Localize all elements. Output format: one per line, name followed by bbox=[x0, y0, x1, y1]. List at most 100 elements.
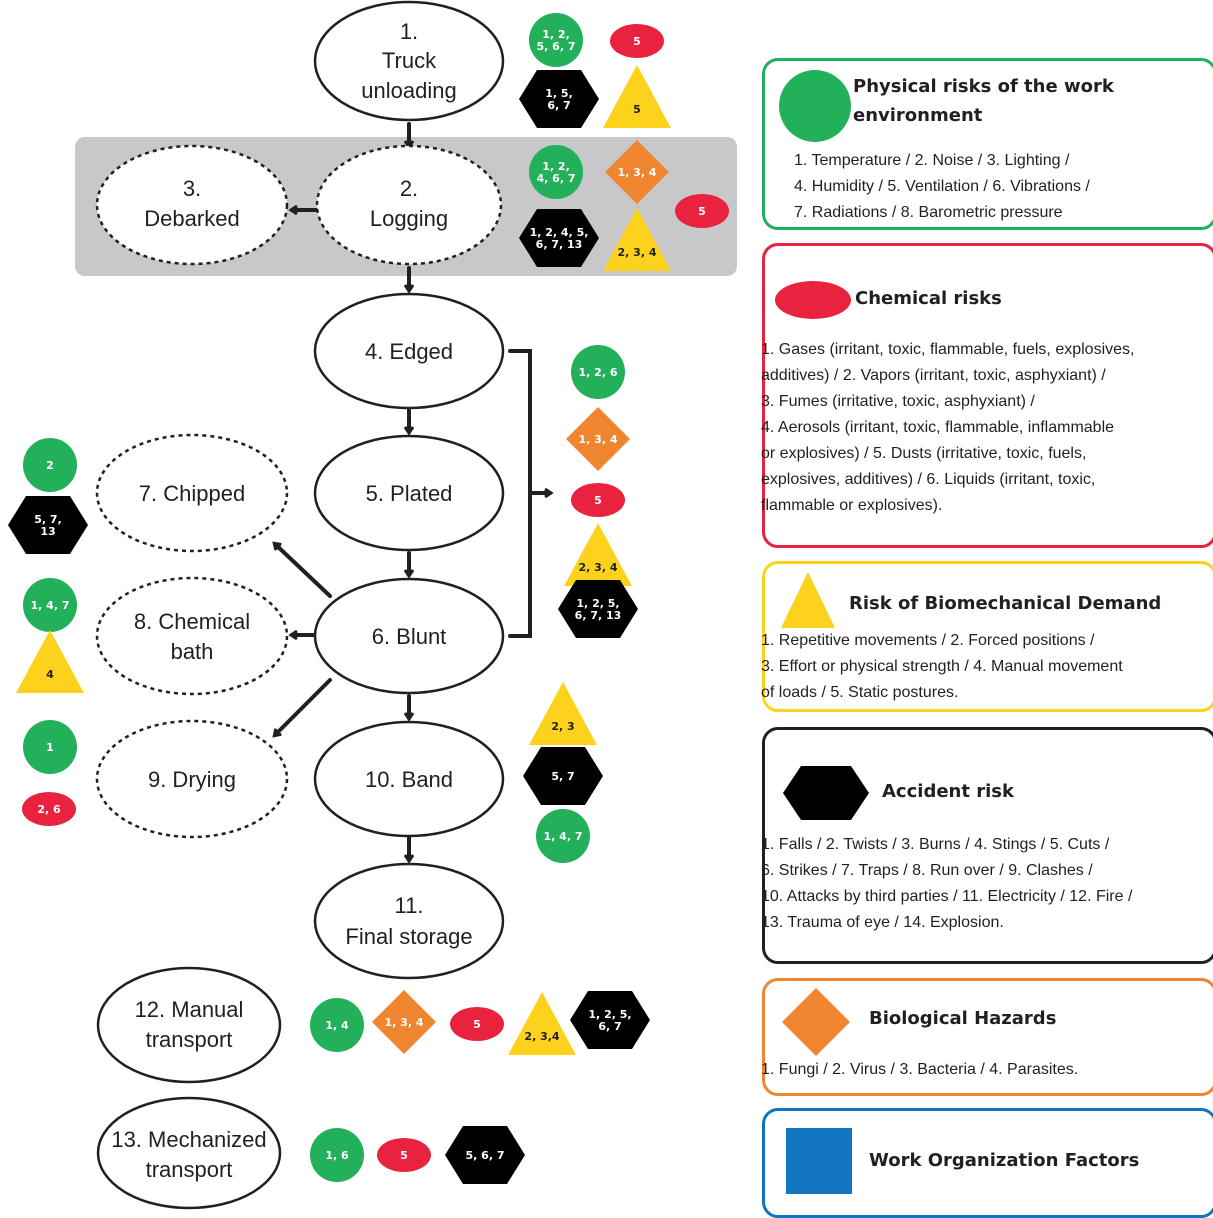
accident-risk-badge-shape bbox=[519, 70, 599, 128]
legend-accident-line: 1. Falls / 2. Twists / 3. Burns / 4. Sti… bbox=[761, 836, 1110, 853]
accident-risk-badge-label: 13 bbox=[40, 525, 55, 538]
node-6: 6. Blunt bbox=[313, 577, 505, 695]
biomechanical-risk-badge-label: 2, 3, 4 bbox=[618, 246, 657, 259]
svg-text:8. Chemical: 8. Chemical bbox=[134, 609, 250, 634]
legend-accident: Accident risk 1. Falls / 2. Twists / 3. … bbox=[761, 727, 1213, 964]
physical-risk-badge-label: 1 bbox=[46, 741, 54, 754]
physical-risk-badge-shape bbox=[529, 13, 583, 67]
accident-risk-badge: 1, 2, 5,6, 7, 13 bbox=[558, 580, 638, 638]
node-4: 4. Edged bbox=[313, 292, 505, 410]
svg-text:6. Blunt: 6. Blunt bbox=[372, 624, 447, 649]
svg-text:7. Chipped: 7. Chipped bbox=[139, 481, 245, 506]
biological-hazard-badge-shape bbox=[566, 407, 630, 471]
chemical-risk-badge-label: 5 bbox=[473, 1018, 481, 1031]
accident-risk-badge-label: 1, 2, 5, bbox=[588, 1008, 631, 1021]
legend-accident-line: 13. Trauma of eye / 14. Explosion. bbox=[761, 914, 1004, 931]
biomechanical-risk-badge-shape bbox=[508, 992, 576, 1055]
biomechanical-risk-badge-label: 4 bbox=[46, 668, 54, 681]
biomechanical-risk-badge-shape bbox=[603, 208, 671, 271]
physical-risk-badge-label: 1, 4, 7 bbox=[31, 599, 70, 612]
svg-text:Logging: Logging bbox=[370, 206, 448, 231]
connectors bbox=[275, 122, 550, 860]
accident-risk-badge-shape bbox=[519, 209, 599, 267]
legend-chemical-line: 3. Fumes (irritative, toxic, asphyxiant)… bbox=[761, 393, 1035, 410]
legend-biomechanical: Risk of Biomechanical Demand 1. Repetiti… bbox=[761, 561, 1213, 712]
biological-hazard-badge: 1, 3, 4 bbox=[566, 407, 630, 471]
biological-hazard-badge-shape bbox=[605, 140, 669, 204]
physical-risk-badge-label: 1, 2, bbox=[542, 160, 570, 173]
biomechanical-risk-badge: 4 bbox=[16, 630, 84, 693]
svg-text:2.: 2. bbox=[400, 176, 418, 201]
physical-risk-badge-shape bbox=[23, 720, 77, 774]
accident-risk-badge: 5, 7 bbox=[523, 747, 603, 805]
physical-risk-badge-shape bbox=[310, 1128, 364, 1182]
biomechanical-risk-badge-label: 2, 3 bbox=[551, 720, 574, 733]
accident-risk-badge-label: 1, 2, 5, bbox=[576, 597, 619, 610]
biomechanical-risk-badge: 2, 3, 4 bbox=[603, 208, 671, 271]
physical-risk-badge-label: 5, 6, 7 bbox=[537, 40, 576, 53]
chemical-risk-badge: 5 bbox=[377, 1138, 431, 1172]
physical-risk-badge: 1, 2,4, 6, 7 bbox=[529, 145, 583, 199]
chemical-risk-badge-shape bbox=[377, 1138, 431, 1172]
biomechanical-risk-badge: 5 bbox=[603, 65, 671, 128]
chemical-risk-icon bbox=[775, 281, 851, 319]
physical-risk-badge-label: 1, 4 bbox=[325, 1019, 349, 1032]
physical-risk-badge-label: 2 bbox=[46, 459, 54, 472]
legend-biological-title: Biological Hazards bbox=[869, 1008, 1057, 1029]
legend-physical: Physical risks of the work environment 1… bbox=[762, 58, 1213, 230]
arrow-6-7 bbox=[275, 544, 332, 598]
biological-hazard-badge-label: 1, 3, 4 bbox=[618, 166, 657, 179]
physical-risk-badge: 1, 6 bbox=[310, 1128, 364, 1182]
legend-biomechanical-line: of loads / 5. Static postures. bbox=[761, 684, 959, 701]
accident-risk-badge-label: 6, 7 bbox=[598, 1020, 621, 1033]
legend-chemical-line: flammable or explosives). bbox=[761, 497, 943, 514]
biological-hazard-badge: 1, 3, 4 bbox=[605, 140, 669, 204]
biomechanical-risk-badge-label: 5 bbox=[633, 103, 641, 116]
physical-risk-badge-label: 1, 2, 6 bbox=[579, 366, 618, 379]
accident-risk-badge: 5, 6, 7 bbox=[445, 1126, 525, 1184]
physical-risk-badge-label: 1, 4, 7 bbox=[544, 830, 583, 843]
biomechanical-risk-badge: 2, 3,4 bbox=[508, 992, 576, 1055]
physical-risk-badge: 1, 2, 6 bbox=[571, 345, 625, 399]
physical-risk-badge-label: 1, 6 bbox=[325, 1149, 349, 1162]
physical-risk-badge: 1 bbox=[23, 720, 77, 774]
chemical-risk-badge: 5 bbox=[571, 483, 625, 517]
chemical-risk-badge: 5 bbox=[610, 24, 664, 58]
legend-biomechanical-line: 1. Repetitive movements / 2. Forced posi… bbox=[761, 632, 1095, 649]
accident-risk-badge-shape bbox=[445, 1126, 525, 1184]
legend-chemical-line: 1. Gases (irritant, toxic, flammable, fu… bbox=[761, 341, 1135, 358]
accident-risk-badge-label: 6, 7, 13 bbox=[536, 238, 583, 251]
svg-text:10. Band: 10. Band bbox=[365, 767, 453, 792]
legend-work-organization: Work Organization Factors bbox=[762, 1108, 1213, 1218]
legend-chemical-text: 1. Gases (irritant, toxic, flammable, fu… bbox=[761, 337, 1134, 519]
node-3: 3. Debarked bbox=[95, 144, 289, 266]
svg-text:5. Plated: 5. Plated bbox=[366, 481, 453, 506]
svg-text:Debarked: Debarked bbox=[144, 206, 239, 231]
node-12: 12. Manual transport bbox=[96, 966, 282, 1084]
chemical-risk-badge: 5 bbox=[675, 194, 729, 228]
physical-risk-badge: 1, 4 bbox=[310, 998, 364, 1052]
physical-risk-badge: 1, 4, 7 bbox=[536, 809, 590, 863]
legend-work-organization-title: Work Organization Factors bbox=[869, 1150, 1140, 1171]
physical-risk-icon bbox=[779, 70, 851, 142]
accident-risk-badge-shape bbox=[523, 747, 603, 805]
legend-biomechanical-text: 1. Repetitive movements / 2. Forced posi… bbox=[761, 628, 1123, 706]
legend-accident-line: 10. Attacks by third parties / 11. Elect… bbox=[761, 888, 1133, 905]
legend-physical-title: Physical risks of the work environment bbox=[853, 72, 1114, 130]
biomechanical-risk-badge-label: 2, 3, 4 bbox=[579, 561, 618, 574]
chemical-risk-badge-label: 5 bbox=[698, 205, 706, 218]
chemical-risk-badge: 2, 6 bbox=[22, 792, 76, 826]
legend-physical-title-line2: environment bbox=[853, 105, 983, 126]
svg-text:bath: bath bbox=[171, 639, 214, 664]
chemical-risk-badge-label: 5 bbox=[633, 35, 641, 48]
legend-accident-title: Accident risk bbox=[882, 781, 1014, 802]
chemical-risk-badge-shape bbox=[22, 792, 76, 826]
physical-risk-badge: 1, 2,5, 6, 7 bbox=[529, 13, 583, 67]
accident-risk-badge-label: 5, 7, bbox=[34, 513, 62, 526]
accident-risk-badge: 1, 2, 5,6, 7 bbox=[570, 991, 650, 1049]
chemical-risk-badge: 5 bbox=[450, 1007, 504, 1041]
physical-risk-badge-label: 4, 6, 7 bbox=[537, 172, 576, 185]
svg-text:3.: 3. bbox=[183, 176, 201, 201]
legend-chemical-title: Chemical risks bbox=[855, 288, 1002, 309]
